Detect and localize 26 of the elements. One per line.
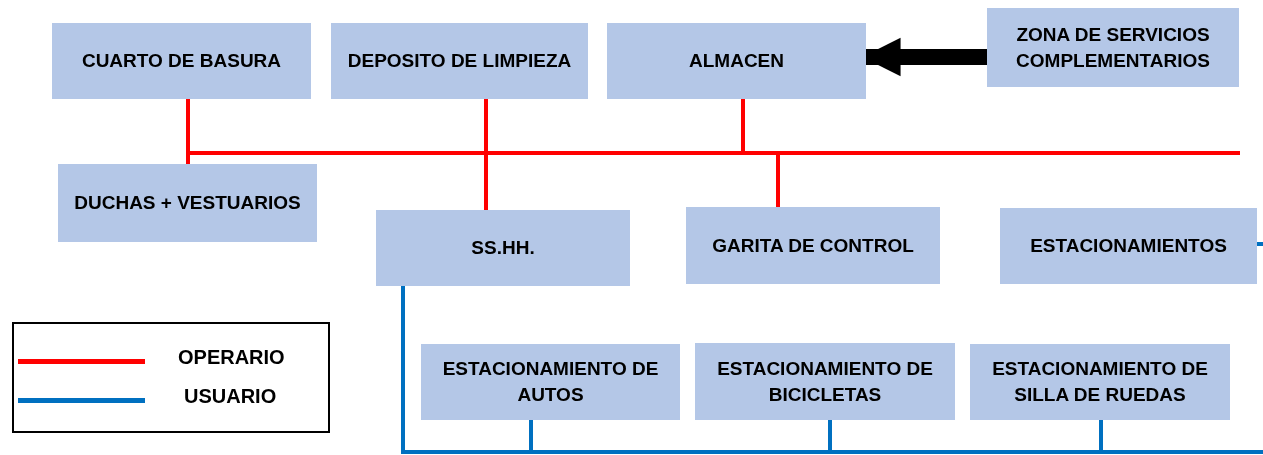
box-label: GARITA DE CONTROL [712,233,914,258]
process-box [52,23,311,99]
box-label: DUCHAS + VESTUARIOS [74,191,301,216]
legend-label: OPERARIO [178,346,285,369]
process-box [331,23,588,99]
box-label: ALMACEN [689,49,784,74]
box-label: CUARTO DE BASURA [81,49,282,74]
box-label: ZONA DE SERVICIOS COMPLEMENTARIOS [1015,22,1211,73]
connector-line [1257,242,1263,246]
box-label: ESTACIONAMIENTOS [1030,234,1227,259]
process-box [607,23,866,99]
box-label: SS.HH. [471,236,535,261]
box-label: DEPOSITO DE LIMPIEZA [347,49,572,74]
box-label: ESTACIONAMIENTO DE AUTOS [441,357,660,407]
process-box [695,343,955,420]
process-box [987,8,1239,87]
process-box [686,207,940,284]
process-box [376,210,630,286]
connector-line [741,99,1240,155]
legend-label: USUARIO [184,385,277,408]
process-box [58,164,317,242]
box-label: ESTACIONAMIENTO DE SILLA DE RUEDAS [991,357,1209,407]
process-box [1000,208,1257,284]
process-box [421,344,680,420]
process-box [970,344,1230,420]
box-label: ESTACIONAMIENTO DE BICICLETAS [716,356,934,407]
